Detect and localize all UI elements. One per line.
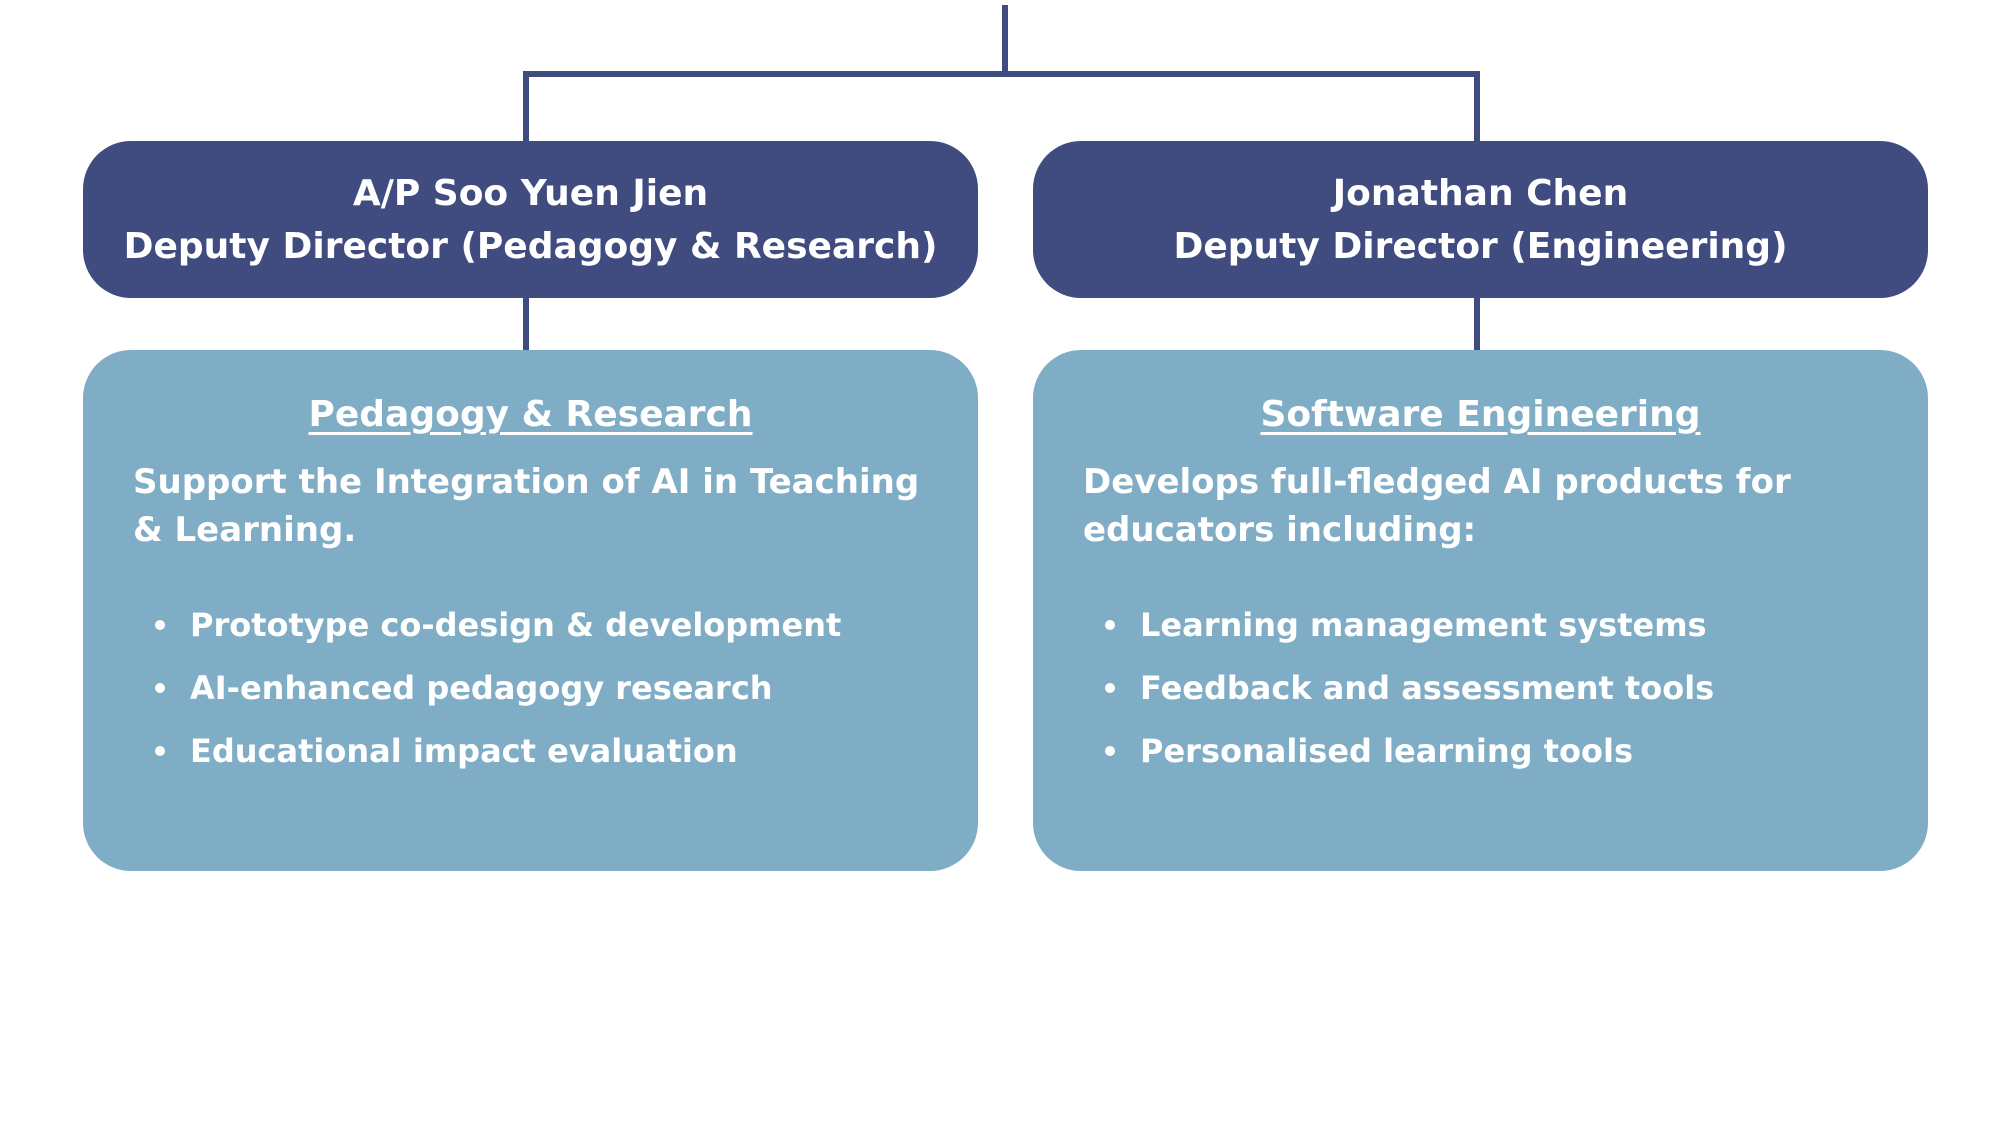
left-header-box: A/P Soo Yuen Jien Deputy Director (Pedag…: [83, 141, 978, 298]
list-item-text: Personalised learning tools: [1140, 732, 1633, 770]
connector-right-header-to-detail: [1474, 296, 1480, 352]
bullet-icon: [155, 683, 165, 693]
bullet-icon: [1105, 620, 1115, 630]
connector-left-header-to-detail: [523, 296, 529, 352]
connector-horizontal: [523, 71, 1480, 77]
list-item: AI-enhanced pedagogy research: [155, 667, 928, 709]
right-detail-description: Develops full-fledged AI products for ed…: [1083, 462, 1791, 550]
bullet-icon: [1105, 683, 1115, 693]
list-item: Feedback and assessment tools: [1105, 667, 1878, 709]
list-item-text: Prototype co-design & development: [190, 606, 842, 644]
left-detail-description: Support the Integration of AI in Teachin…: [133, 462, 920, 550]
left-header-role: Deputy Director (Pedagogy & Research): [123, 225, 938, 267]
right-header-role: Deputy Director (Engineering): [1173, 225, 1788, 267]
bullet-icon: [155, 620, 165, 630]
list-item-text: AI-enhanced pedagogy research: [190, 669, 773, 707]
left-detail-list: Prototype co-design & development AI-enh…: [133, 604, 928, 772]
right-header-box: Jonathan Chen Deputy Director (Engineeri…: [1033, 141, 1928, 298]
right-detail-list: Learning management systems Feedback and…: [1083, 604, 1878, 772]
list-item: Prototype co-design & development: [155, 604, 928, 646]
right-header-name: Jonathan Chen: [1332, 172, 1629, 214]
list-item-text: Feedback and assessment tools: [1140, 669, 1715, 707]
connector-left-drop: [523, 71, 529, 143]
list-item-text: Educational impact evaluation: [190, 732, 738, 770]
left-header-name: A/P Soo Yuen Jien: [352, 172, 709, 214]
connector-right-drop: [1474, 71, 1480, 143]
list-item-text: Learning management systems: [1140, 606, 1707, 644]
right-detail-box: Software Engineering Develops full-fledg…: [1033, 350, 1928, 871]
bullet-icon: [1105, 746, 1115, 756]
list-item: Educational impact evaluation: [155, 730, 928, 772]
left-detail-box: Pedagogy & Research Support the Integrat…: [83, 350, 978, 871]
bullet-icon: [155, 746, 165, 756]
list-item: Learning management systems: [1105, 604, 1878, 646]
left-detail-title: Pedagogy & Research: [308, 394, 753, 435]
connector-trunk: [1002, 5, 1008, 74]
list-item: Personalised learning tools: [1105, 730, 1878, 772]
right-detail-title: Software Engineering: [1260, 394, 1701, 435]
